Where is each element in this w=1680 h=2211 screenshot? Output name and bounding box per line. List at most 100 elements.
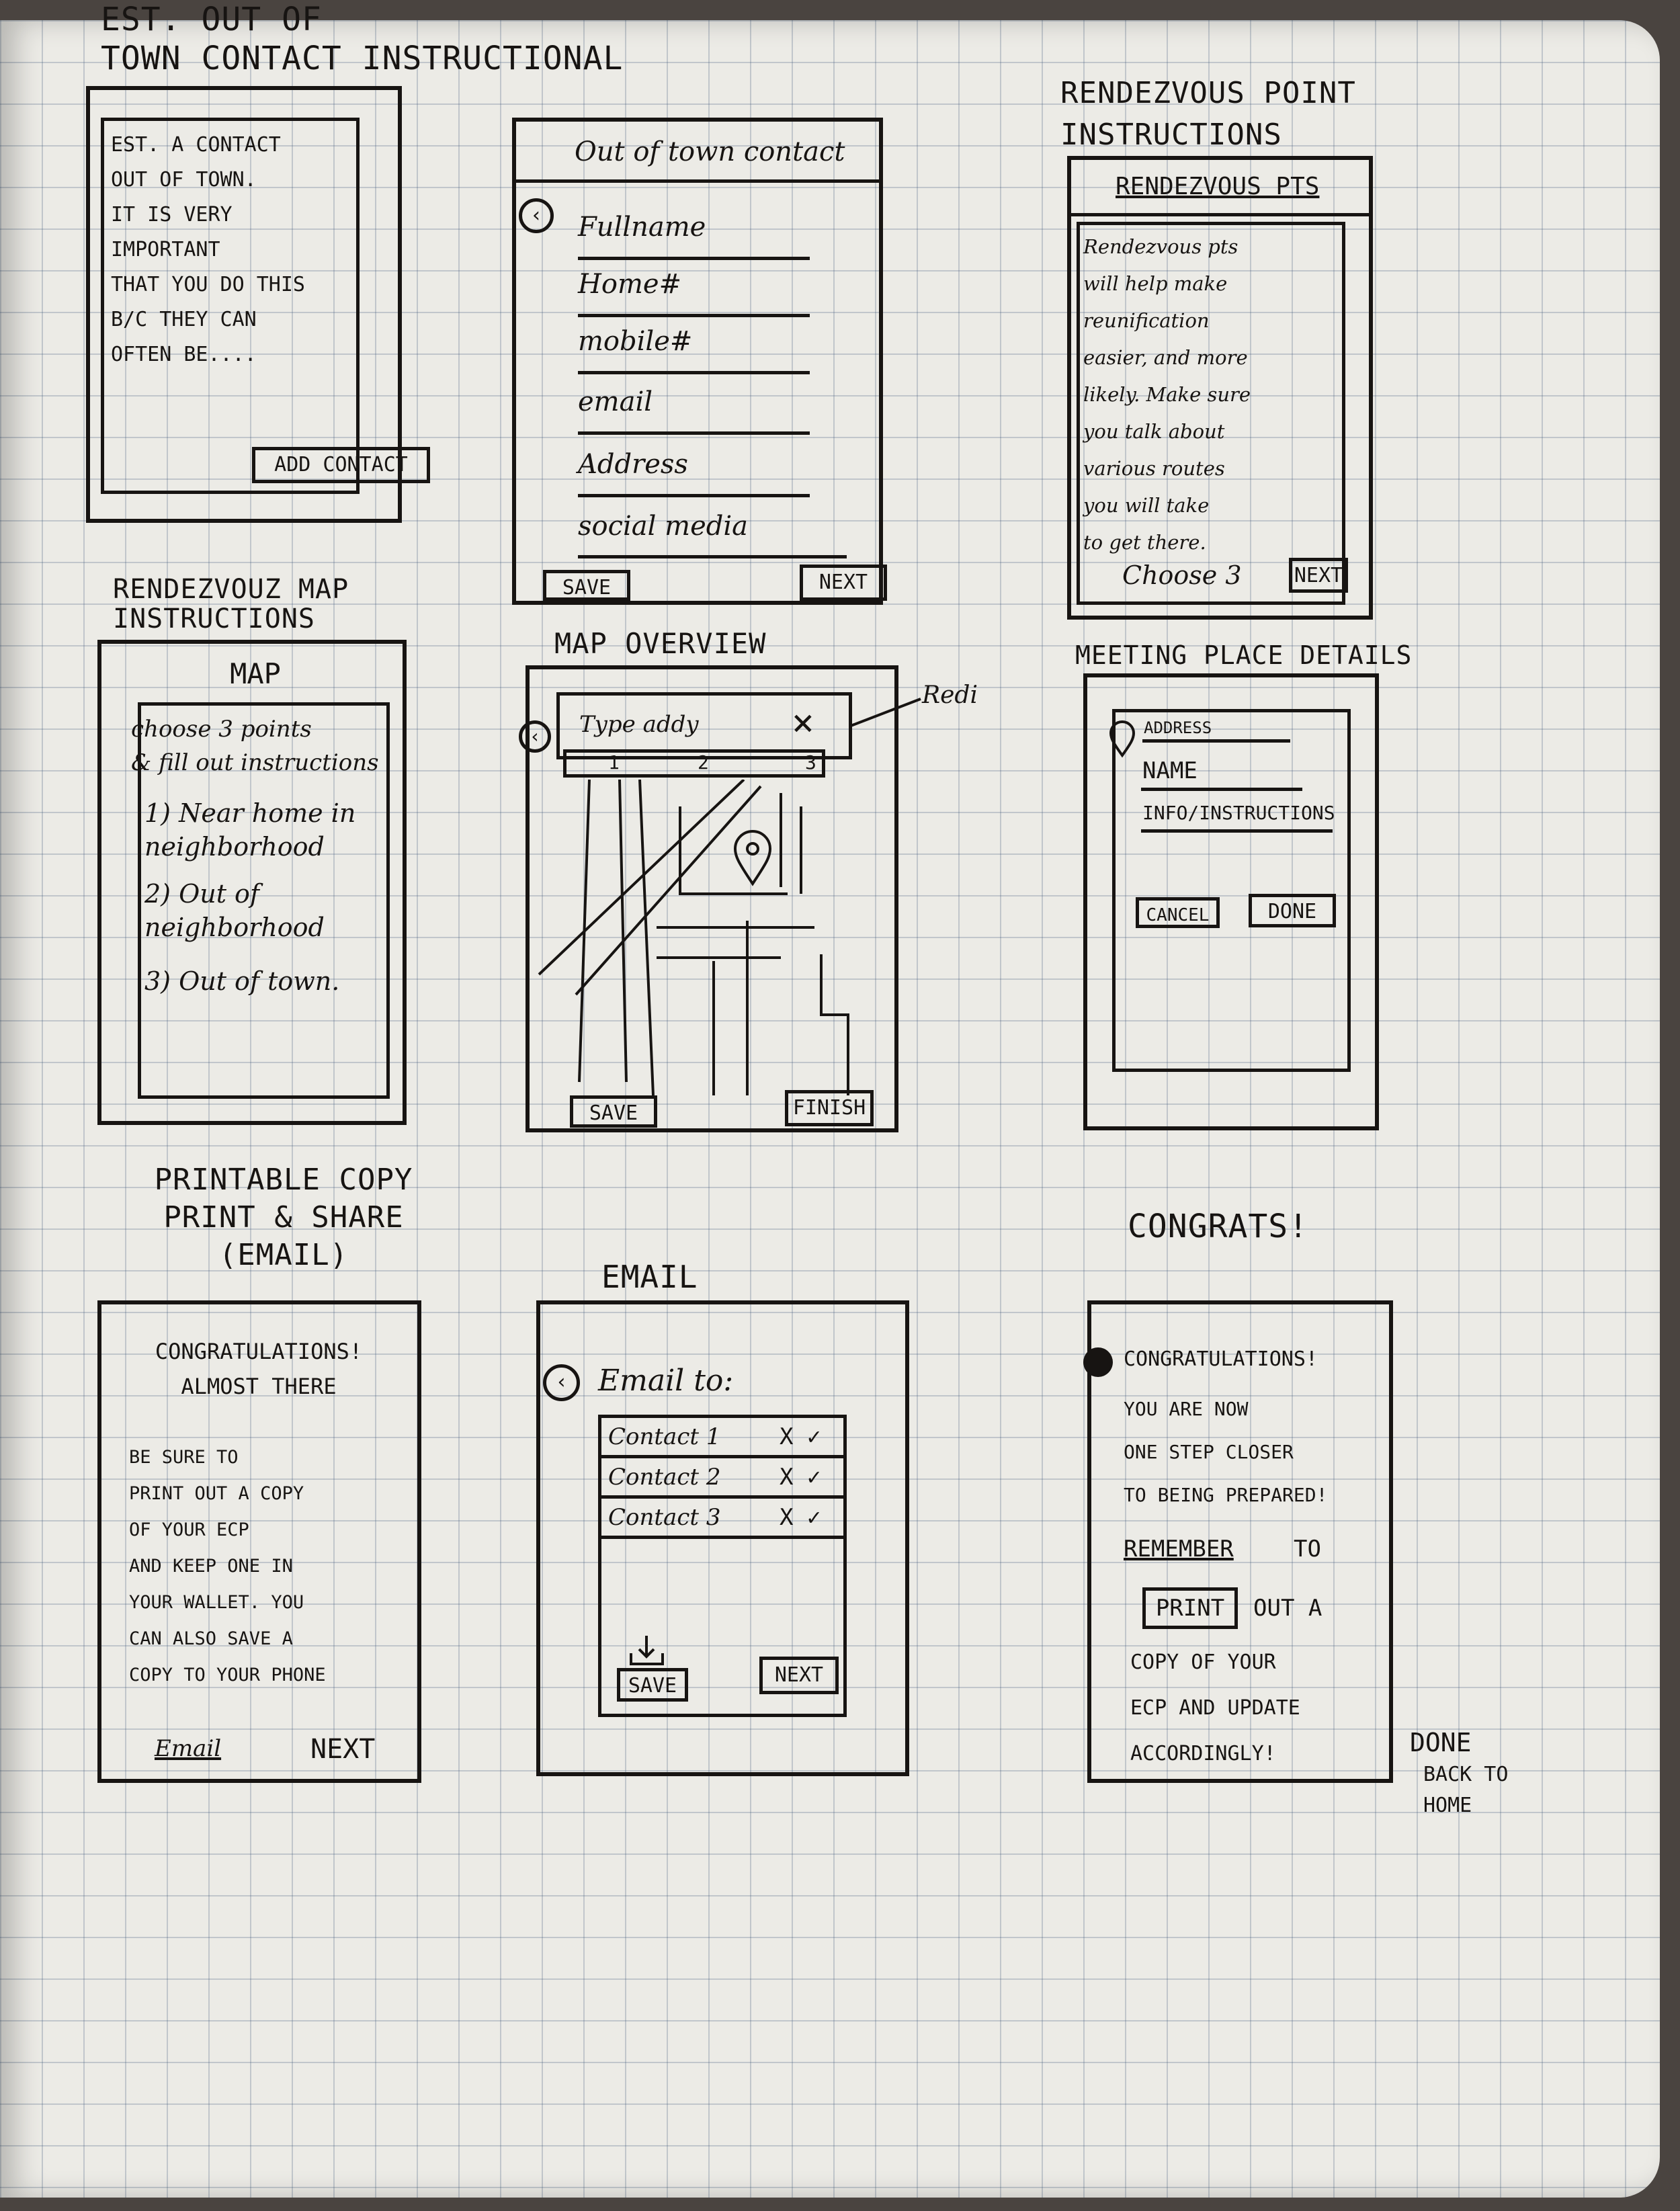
map-sketch[interactable] — [526, 780, 898, 1095]
contact-row-2-check-icon[interactable]: x ✓ — [780, 1464, 821, 1491]
panel-7-screen — [97, 1300, 421, 1783]
panel-6-card — [1112, 709, 1351, 1072]
panel-4-item-2: 2) Out of neighborhood — [144, 879, 325, 942]
address-field[interactable]: Address — [1144, 718, 1212, 737]
panel-9-heading: Congrats! — [1128, 1208, 1309, 1245]
choose-3-label: Choose 3 — [1122, 560, 1242, 590]
contact-row-1-check-icon[interactable]: x ✓ — [780, 1423, 821, 1450]
back-arrow-icon[interactable]: ‹ — [519, 198, 554, 233]
panel-8-heading: Email — [601, 1259, 698, 1295]
contact-row-divider — [598, 1536, 847, 1539]
field-underline — [578, 494, 810, 497]
contact-row-3[interactable]: Contact 3 — [608, 1504, 721, 1531]
field-underline — [578, 371, 810, 374]
panel-9-message-2: copy of your ECP and update accordingly! — [1130, 1651, 1300, 1765]
panel-9-out-a: out a — [1253, 1595, 1322, 1622]
done-back-to-home-link[interactable]: Done — [1410, 1728, 1472, 1757]
contact-row-2[interactable]: Contact 2 — [608, 1464, 721, 1491]
field-underline — [1141, 829, 1333, 833]
congratulations-text: Congratulations! — [1124, 1347, 1318, 1371]
next-button[interactable]: Next — [759, 1657, 839, 1694]
panel-3-body: Rendezvous pts will help make reunificat… — [1083, 235, 1251, 554]
field-underline — [578, 431, 810, 435]
annotation-pointer-line — [850, 698, 921, 727]
next-link[interactable]: Next — [310, 1734, 376, 1765]
next-button[interactable]: Next — [1289, 558, 1348, 593]
field-underline — [1141, 788, 1302, 791]
map-annotation: Redi — [922, 681, 978, 709]
field-underline — [578, 555, 847, 558]
cancel-button[interactable]: Cancel — [1136, 897, 1220, 928]
email-field[interactable]: email — [578, 386, 653, 417]
save-button[interactable]: Save — [570, 1095, 657, 1128]
map-search-input[interactable]: Type addy — [579, 711, 699, 738]
panel-4-item-1: 1) Near home in neighborhood — [144, 798, 356, 862]
panel-4-card — [138, 702, 390, 1099]
done-button[interactable]: Done — [1249, 894, 1336, 927]
panel-4-screen — [97, 640, 407, 1125]
info-instructions-field[interactable]: Info/Instructions — [1142, 802, 1335, 824]
panel-9-message: You are now one step closer to being pre… — [1124, 1398, 1328, 1506]
finish-button[interactable]: Finish — [785, 1090, 874, 1126]
panel-3-title: Rendezvous pts — [1116, 173, 1320, 200]
panel-1-body: Est. a contact out of town. It is very i… — [111, 133, 305, 366]
home-phone-field[interactable]: Home# — [578, 269, 682, 300]
panel-6-heading: Meeting place details — [1075, 640, 1413, 670]
email-link[interactable]: Email — [155, 1735, 222, 1762]
field-underline — [578, 314, 810, 317]
panel-4-item-3: 3) Out of town. — [144, 966, 340, 996]
panel-4-heading: Rendezvouz map instructions — [113, 574, 349, 634]
panel-5-screen — [526, 665, 898, 1132]
location-pin-icon — [1109, 720, 1136, 758]
status-dot-icon — [1083, 1347, 1113, 1377]
next-button[interactable]: Next — [800, 565, 887, 601]
contact-list — [598, 1415, 847, 1717]
map-search-bar[interactable] — [556, 692, 852, 759]
panel-3-card — [1077, 222, 1345, 605]
panel-2-screen — [512, 118, 883, 605]
map-tab-bar — [563, 749, 825, 778]
email-to-label: Email to: — [598, 1364, 734, 1398]
save-button[interactable]: Save — [543, 570, 630, 601]
notebook-page — [0, 20, 1660, 2198]
contact-row-1[interactable]: Contact 1 — [608, 1423, 721, 1450]
remember-text: Remember — [1124, 1536, 1234, 1562]
contact-row-3-check-icon[interactable]: x ✓ — [780, 1504, 821, 1531]
address-field[interactable]: Address — [578, 449, 688, 480]
panel-8-screen — [536, 1300, 909, 1776]
panel-3-screen — [1067, 156, 1373, 620]
print-button[interactable]: Print — [1142, 1587, 1238, 1629]
map-tab-1[interactable]: 1 — [608, 751, 620, 774]
map-tab-2[interactable]: 2 — [698, 751, 709, 774]
back-arrow-icon[interactable]: ‹ — [543, 1364, 580, 1401]
panel-6-screen — [1083, 673, 1379, 1130]
name-field[interactable]: Name — [1142, 757, 1198, 784]
panel-4-intro: choose 3 points & fill out instructions — [131, 716, 379, 776]
panel-7-body: Be sure to print out a copy of your ECP … — [129, 1447, 326, 1685]
panel-9-screen — [1087, 1300, 1393, 1783]
social-media-field[interactable]: social media — [578, 511, 749, 542]
save-button[interactable]: Save — [617, 1668, 688, 1702]
panel-3-heading: Rendezvous point instructions — [1060, 76, 1356, 152]
mobile-phone-field[interactable]: mobile# — [578, 326, 693, 357]
panel-2-titlebar — [512, 118, 883, 183]
map-tab-3[interactable]: 3 — [805, 751, 816, 774]
field-underline — [578, 257, 810, 260]
map-pin-icon[interactable] — [732, 830, 773, 887]
panel-7-title: Congratulations! Almost there — [155, 1339, 363, 1399]
panel-2-title: Out of town contact — [575, 136, 845, 167]
contact-row-divider — [598, 1455, 847, 1458]
remember-to-text: to — [1294, 1536, 1321, 1562]
add-contact-button[interactable]: Add Contact — [252, 447, 430, 483]
contact-row-divider — [598, 1495, 847, 1499]
download-icon[interactable] — [628, 1633, 665, 1667]
map-search-clear-icon[interactable]: × — [792, 701, 814, 745]
back-to-home-label: Back to home — [1423, 1763, 1509, 1817]
panel-7-heading: Printable copy Print & share (email) — [154, 1163, 413, 1272]
back-arrow-icon[interactable]: ‹ — [519, 720, 551, 753]
panel-5-heading: Map overview — [554, 627, 767, 660]
panel-1-screen — [86, 86, 402, 523]
fullname-field[interactable]: Fullname — [578, 212, 706, 243]
panel-3-titlebar — [1067, 156, 1373, 216]
panel-1-card — [101, 118, 360, 494]
